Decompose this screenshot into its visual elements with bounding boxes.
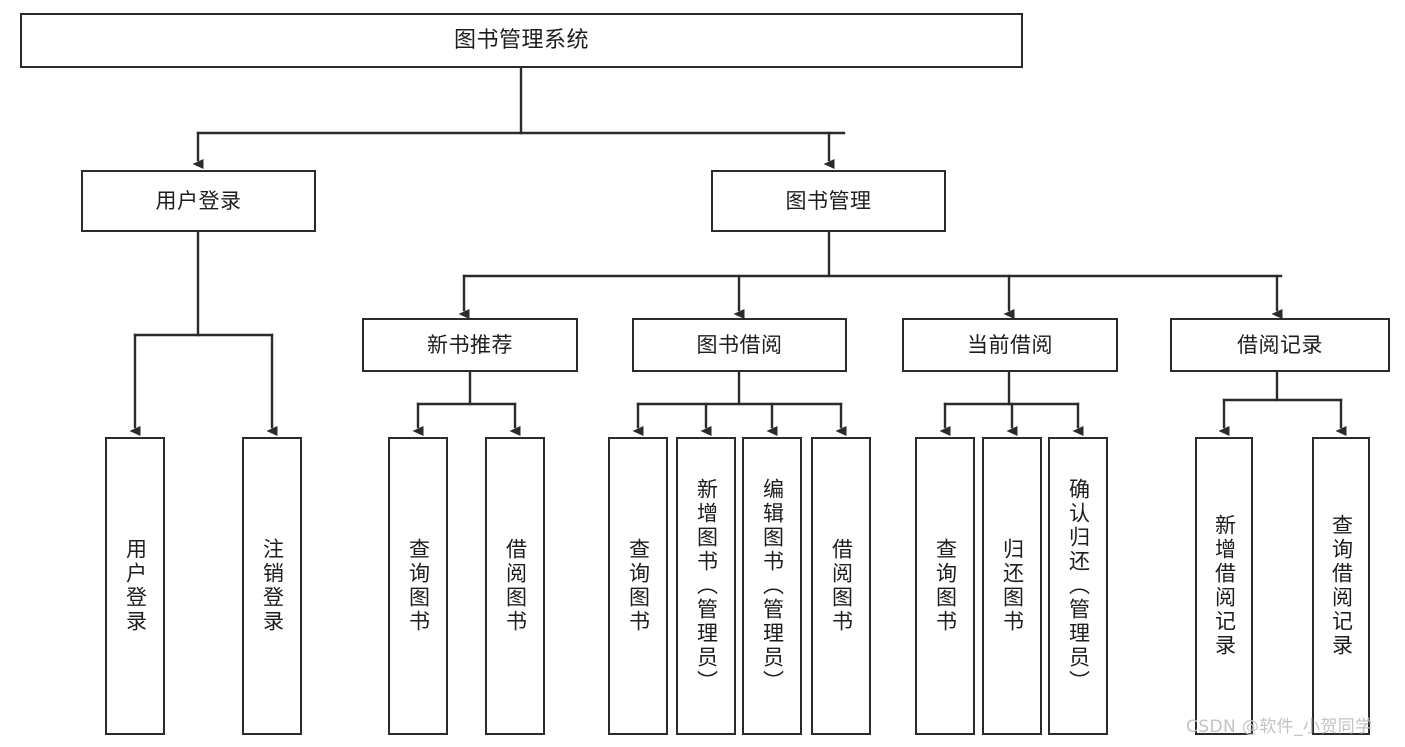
node-book-management[interactable]: 图书管理 — [711, 170, 946, 232]
node-label: 用户登录 — [123, 538, 148, 634]
node-leaf-confirm-return[interactable]: 确认归还（管理员） — [1048, 437, 1108, 735]
node-leaf-edit-book[interactable]: 编辑图书（管理员） — [742, 437, 802, 735]
node-label: 编辑图书（管理员） — [760, 478, 785, 694]
node-label: 新书推荐 — [427, 332, 513, 357]
node-label: 图书借阅 — [696, 332, 783, 357]
node-label: 查询图书 — [406, 538, 431, 634]
node-root-book-management-system[interactable]: 图书管理系统 — [20, 13, 1023, 68]
node-new-book-recommend[interactable]: 新书推荐 — [362, 318, 578, 372]
node-label: 查询图书 — [933, 538, 958, 634]
node-leaf-add-borrow-record[interactable]: 新增借阅记录 — [1195, 437, 1253, 735]
node-label: 图书管理系统 — [453, 27, 589, 53]
node-label: 确认归还（管理员） — [1066, 478, 1091, 694]
node-label: 借阅图书 — [503, 538, 528, 634]
node-label: 图书管理 — [785, 188, 872, 213]
node-leaf-borrow-book-1[interactable]: 借阅图书 — [485, 437, 545, 735]
node-label: 当前借阅 — [967, 332, 1053, 357]
node-label: 归还图书 — [1000, 538, 1025, 634]
node-leaf-user-login[interactable]: 用户登录 — [105, 437, 165, 735]
node-book-borrow[interactable]: 图书借阅 — [632, 318, 847, 372]
node-user-login[interactable]: 用户登录 — [81, 170, 316, 232]
node-label: 用户登录 — [155, 188, 242, 213]
node-leaf-query-borrow-record[interactable]: 查询借阅记录 — [1312, 437, 1370, 735]
node-label: 注销登录 — [260, 538, 285, 634]
node-leaf-query-book-3[interactable]: 查询图书 — [915, 437, 975, 735]
node-borrow-record[interactable]: 借阅记录 — [1170, 318, 1390, 372]
node-label: 新增借阅记录 — [1212, 514, 1237, 658]
node-leaf-logout-login[interactable]: 注销登录 — [242, 437, 302, 735]
node-label: 新增图书（管理员） — [694, 478, 719, 694]
node-label: 查询图书 — [626, 538, 651, 634]
node-leaf-borrow-book-2[interactable]: 借阅图书 — [811, 437, 871, 735]
node-leaf-query-book-2[interactable]: 查询图书 — [608, 437, 668, 735]
node-leaf-add-book[interactable]: 新增图书（管理员） — [676, 437, 736, 735]
node-current-borrow[interactable]: 当前借阅 — [902, 318, 1118, 372]
node-label: 查询借阅记录 — [1329, 514, 1354, 658]
node-leaf-query-book-1[interactable]: 查询图书 — [388, 437, 448, 735]
node-label: 借阅记录 — [1237, 332, 1323, 357]
node-label: 借阅图书 — [829, 538, 854, 634]
node-leaf-return-book[interactable]: 归还图书 — [982, 437, 1042, 735]
